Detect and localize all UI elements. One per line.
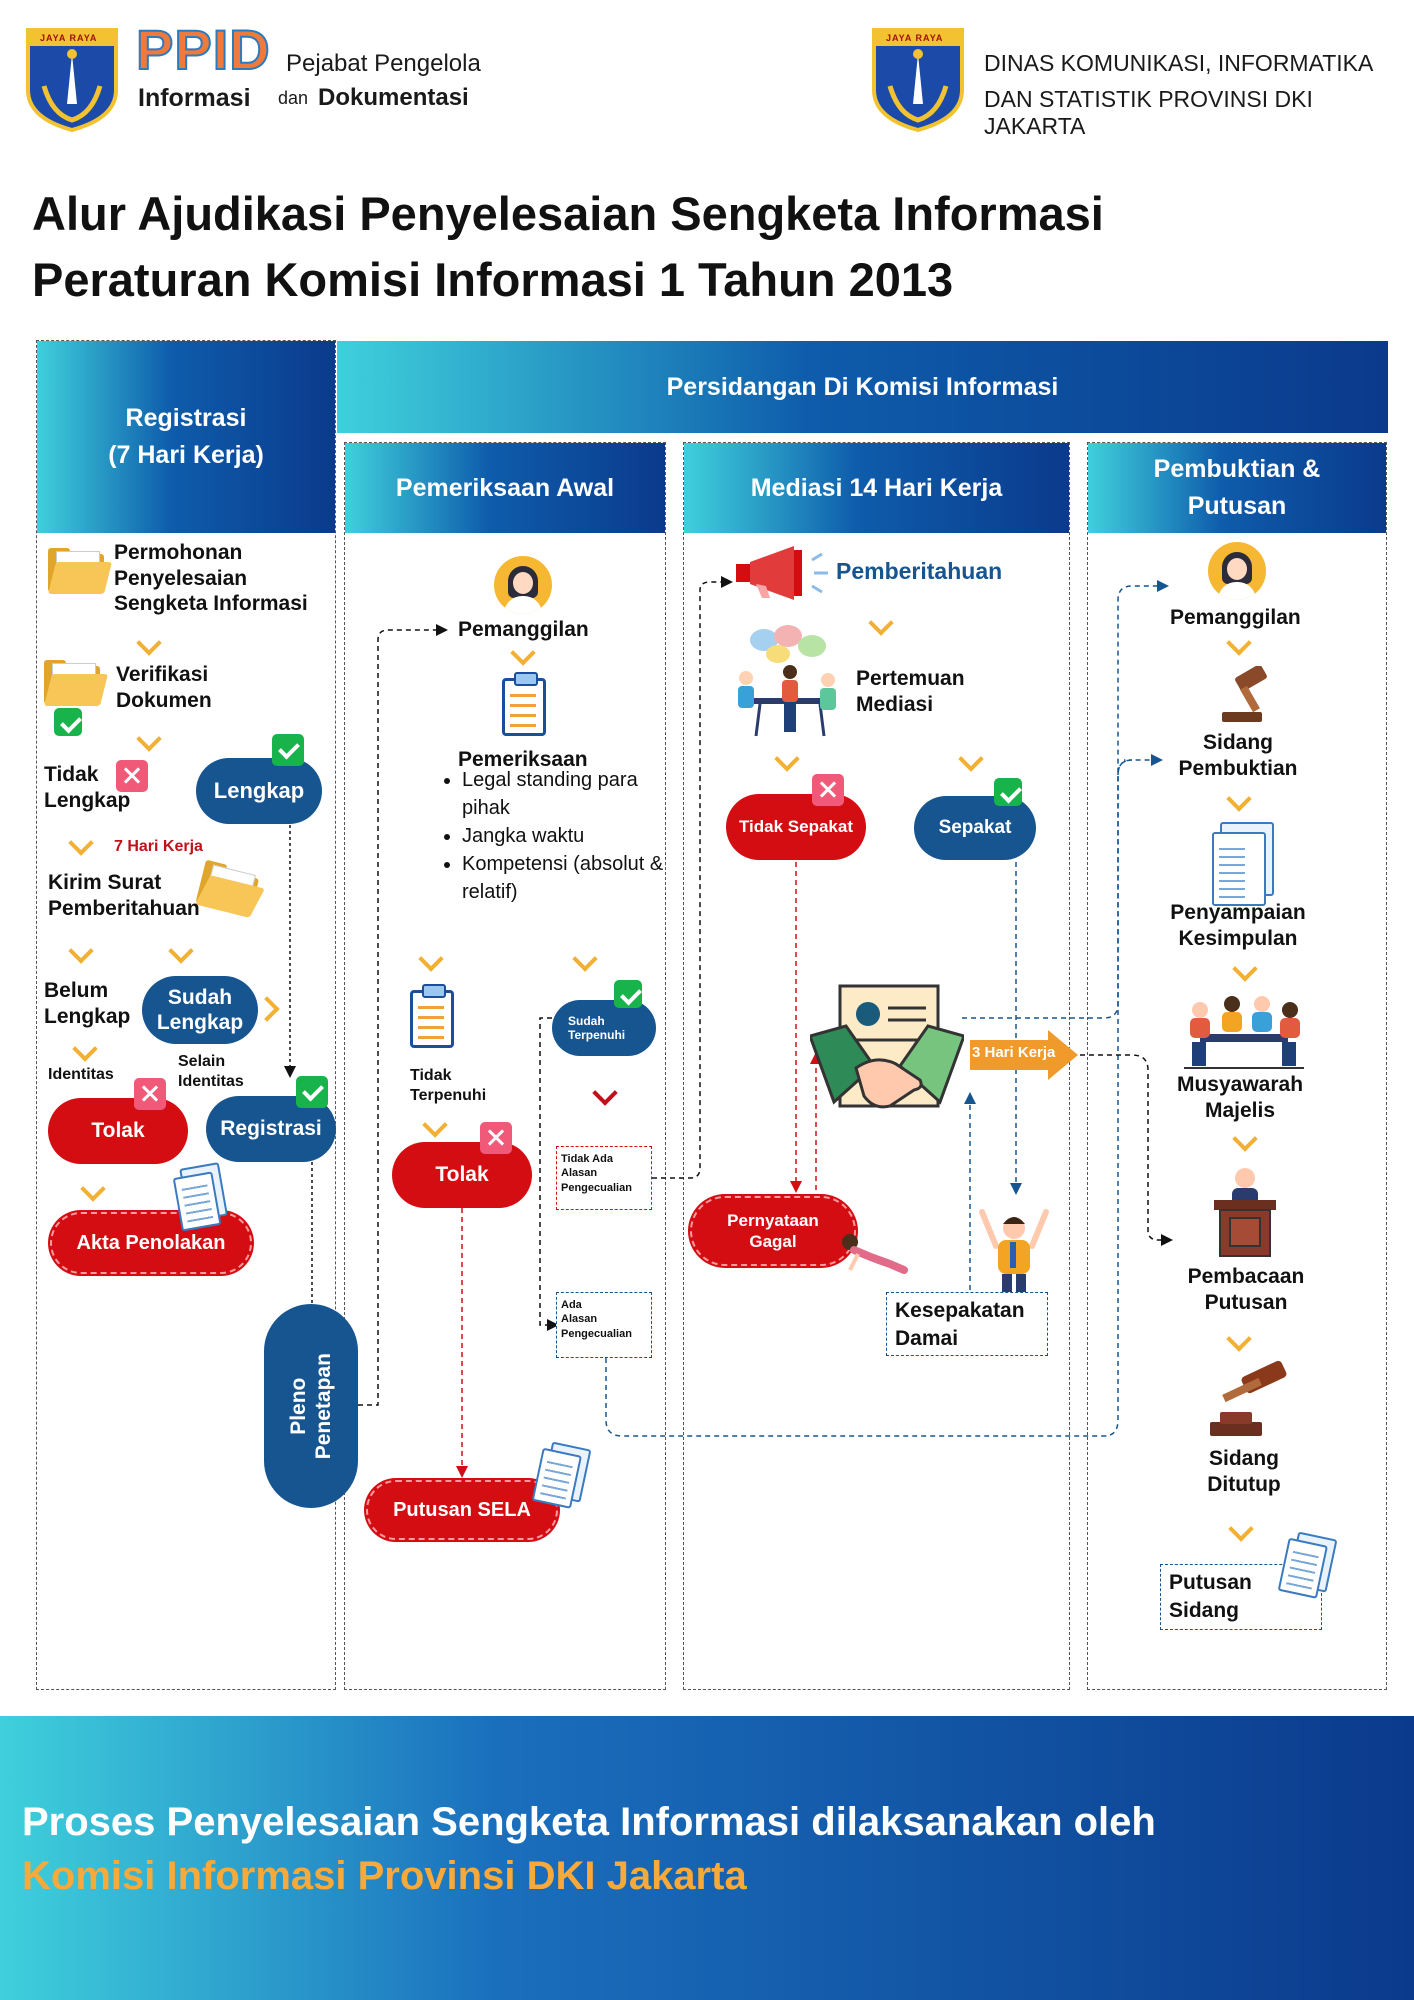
registrasi-column xyxy=(36,340,336,1690)
dinas-line1: DINAS KOMUNIKASI, INFORMATIKA xyxy=(984,50,1374,76)
sidang-pembuktian-label: Sidang Pembuktian xyxy=(1178,731,1298,780)
check-badge-icon xyxy=(272,734,304,766)
reject-badge-icon xyxy=(116,760,148,792)
folder-icon xyxy=(48,548,112,594)
mediasi-header-text: Mediasi 14 Hari Kerja xyxy=(750,473,1003,502)
footer-banner: Proses Penyelesaian Sengketa Informasi d… xyxy=(0,1716,1414,2000)
check-badge-icon xyxy=(296,1076,328,1108)
document-icon xyxy=(171,1162,228,1232)
reject-badge-icon xyxy=(134,1078,166,1110)
dki-logo-emblem: JAYA RAYA xyxy=(868,26,968,134)
gavel-strike-icon xyxy=(1204,1360,1300,1442)
ppid-pejabat: Pejabat Pengelola xyxy=(286,50,481,77)
identitas-label: Identitas xyxy=(48,1066,114,1083)
tidak-terpenuhi-label: Tidak Terpenuhi xyxy=(410,1067,487,1104)
pembacaan-putusan-label: Pembacaan Putusan xyxy=(1187,1265,1305,1314)
sudah-terpenuhi-node: Sudah Terpenuhi xyxy=(552,1000,656,1056)
pemanggilan-label: Pemanggilan xyxy=(458,618,589,641)
registrasi-header: Registrasi (7 Hari Kerja) xyxy=(37,341,335,533)
criteria-item: Legal standing para pihak xyxy=(462,766,672,822)
folder-icon xyxy=(44,660,108,706)
registrasi-header-line2: (7 Hari Kerja) xyxy=(108,441,264,469)
registrasi-node: Registrasi xyxy=(206,1096,336,1162)
sepakat-node: Sepakat xyxy=(914,796,1036,860)
footer-line2: Komisi Informasi Provinsi DKI Jakarta xyxy=(22,1854,747,1898)
page-title-line1: Alur Ajudikasi Penyelesaian Sengketa Inf… xyxy=(32,187,1104,240)
meeting-illustration-icon xyxy=(730,624,848,740)
criteria-item: Jangka waktu xyxy=(462,822,672,850)
pemberitahuan-label: Pemberitahuan xyxy=(836,558,1003,584)
ppid-informasi: Informasi xyxy=(138,84,251,112)
pemeriksaan-header: Pemeriksaan Awal xyxy=(345,443,665,533)
clipboard-icon xyxy=(502,672,548,736)
handshake-agreement-icon xyxy=(808,984,966,1124)
check-badge-icon xyxy=(614,980,642,1008)
hari-kerja-label: 7 Hari Kerja xyxy=(114,838,203,855)
fallen-person-icon xyxy=(838,1230,908,1274)
pemeriksaan-label: Pemeriksaan xyxy=(458,748,588,771)
dki-logo-text: JAYA RAYA xyxy=(886,33,944,43)
pembuktian-header-line2: Putusan xyxy=(1187,492,1287,520)
selain-identitas-label: Selain Identitas xyxy=(178,1053,244,1090)
pemanggilan-putusan-label: Pemanggilan xyxy=(1170,606,1301,629)
registrasi-header-line1: Registrasi xyxy=(125,403,247,432)
permohonan-label: Permohonan Penyelesaian Sengketa Informa… xyxy=(114,541,308,616)
celebrating-person-icon xyxy=(976,1206,1052,1298)
lengkap-node: Lengkap xyxy=(196,758,322,824)
reject-badge-icon xyxy=(812,774,844,806)
person-icon xyxy=(494,556,552,614)
check-badge-icon xyxy=(54,708,82,736)
podium-icon xyxy=(1210,1166,1280,1258)
pemeriksaan-criteria-list: Legal standing para pihak Jangka waktu K… xyxy=(434,766,672,906)
megaphone-icon xyxy=(736,546,836,600)
footer-line1: Proses Penyelesaian Sengketa Informasi d… xyxy=(22,1800,1156,1844)
belum-lengkap-label: Belum Lengkap xyxy=(44,979,131,1028)
penyampaian-kesimpulan-label: Penyampaian Kesimpulan xyxy=(1170,901,1306,950)
deliberation-illustration-icon xyxy=(1176,990,1312,1070)
gavel-icon xyxy=(1216,664,1278,724)
mediasi-header: Mediasi 14 Hari Kerja xyxy=(684,443,1069,533)
pembuktian-header-line1: Pembuktian & xyxy=(1153,454,1321,483)
tidak-sepakat-node: Tidak Sepakat xyxy=(726,794,866,860)
musyawarah-majelis-label: Musyawarah Majelis xyxy=(1176,1073,1304,1122)
putusan-sela-node: Putusan SELA xyxy=(366,1480,558,1540)
ppid-dokumentasi: Dokumentasi xyxy=(318,84,469,111)
pembuktian-header: Pembuktian & Putusan xyxy=(1088,443,1386,533)
tidak-ada-alasan-node: Tidak Ada Alasan Pengecualian xyxy=(556,1146,652,1210)
persidangan-header-text: Persidangan Di Komisi Informasi xyxy=(666,372,1059,401)
page-title-line2: Peraturan Komisi Informasi 1 Tahun 2013 xyxy=(32,253,954,306)
pertemuan-mediasi-label: Pertemuan Mediasi xyxy=(856,667,965,716)
hari-kerja-arrow: 3 Hari Kerja xyxy=(970,1030,1078,1080)
verifikasi-label: Verifikasi Dokumen xyxy=(116,663,212,712)
reject-badge-icon xyxy=(480,1122,512,1154)
ada-alasan-node: Ada Alasan Pengecualian xyxy=(556,1292,652,1358)
ppid-dan: dan xyxy=(278,88,309,108)
dinas-line2: DAN STATISTIK PROVINSI DKI JAKARTA xyxy=(984,86,1313,139)
sidang-ditutup-label: Sidang Ditutup xyxy=(1207,1447,1281,1496)
document-icon xyxy=(1212,822,1274,906)
person-icon xyxy=(1208,542,1266,600)
tidak-lengkap-label: Tidak Lengkap xyxy=(44,763,131,812)
ppid-title: PPID xyxy=(135,18,271,81)
criteria-item: Kompetensi (absolut & relatif) xyxy=(462,850,672,906)
hari-kerja-arrow-label: 3 Hari Kerja xyxy=(972,1044,1056,1061)
akta-penolakan-node: Akta Penolakan xyxy=(50,1212,252,1274)
pernyataan-gagal-node: Pernyataan Gagal xyxy=(690,1196,856,1266)
tolak-node: Tolak xyxy=(48,1098,188,1164)
clipboard-icon xyxy=(410,984,456,1048)
pleno-penetapan-node: Pleno Penetapan xyxy=(264,1304,358,1508)
check-badge-icon xyxy=(994,778,1022,806)
persidangan-header: Persidangan Di Komisi Informasi xyxy=(337,341,1388,433)
kesepakatan-damai-node: Kesepakatan Damai xyxy=(886,1292,1048,1356)
pemeriksaan-header-text: Pemeriksaan Awal xyxy=(395,473,615,502)
ppid-logo-emblem: JAYA RAYA xyxy=(22,26,122,134)
kirim-surat-label: Kirim Surat Pemberitahuan xyxy=(48,871,200,920)
ppid-logo-text: JAYA RAYA xyxy=(40,33,98,43)
sudah-lengkap-node: Sudah Lengkap xyxy=(142,976,258,1044)
